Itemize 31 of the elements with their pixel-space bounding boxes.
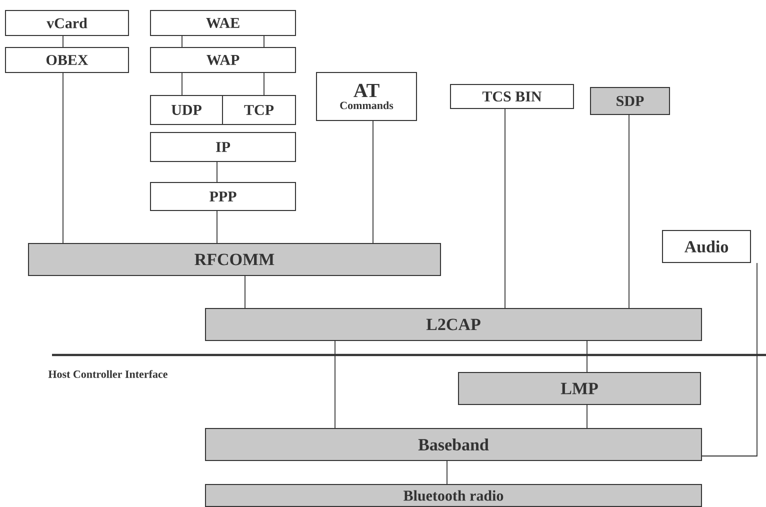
layer-box: Bluetooth radio — [205, 484, 702, 507]
layer-box: Baseband — [205, 428, 702, 461]
connector-line — [504, 108, 506, 308]
connector-line — [586, 340, 588, 372]
protocol-box: WAP — [150, 47, 296, 73]
connector-line — [62, 36, 64, 48]
protocol-box: TCS BIN — [450, 84, 574, 109]
interface-label: Host Controller Interface — [48, 370, 168, 378]
connector-line — [586, 404, 588, 428]
connector-line — [216, 162, 218, 182]
connector-line — [702, 262, 758, 456]
protocol-box: Audio — [662, 230, 751, 263]
connector-line — [244, 276, 246, 308]
protocol-box: UDP — [150, 95, 223, 125]
protocol-box: TCP — [222, 95, 296, 125]
connector-line — [372, 120, 374, 244]
connector-line — [446, 460, 448, 484]
protocol-box: AT Commands — [316, 72, 417, 121]
protocol-box: vCard — [5, 10, 129, 36]
protocol-box: IP — [150, 132, 296, 162]
connector-line — [216, 210, 218, 244]
connector-line — [334, 340, 336, 428]
connector-line — [62, 72, 64, 244]
protocol-box: WAE — [150, 10, 296, 36]
layer-box: RFCOMM — [28, 243, 441, 276]
protocol-box: PPP — [150, 182, 296, 211]
connector-line — [628, 114, 630, 308]
layer-box: SDP — [590, 87, 670, 115]
layer-box: L2CAP — [205, 308, 702, 341]
layer-box: LMP — [458, 372, 701, 405]
protocol-box: OBEX — [5, 47, 129, 73]
